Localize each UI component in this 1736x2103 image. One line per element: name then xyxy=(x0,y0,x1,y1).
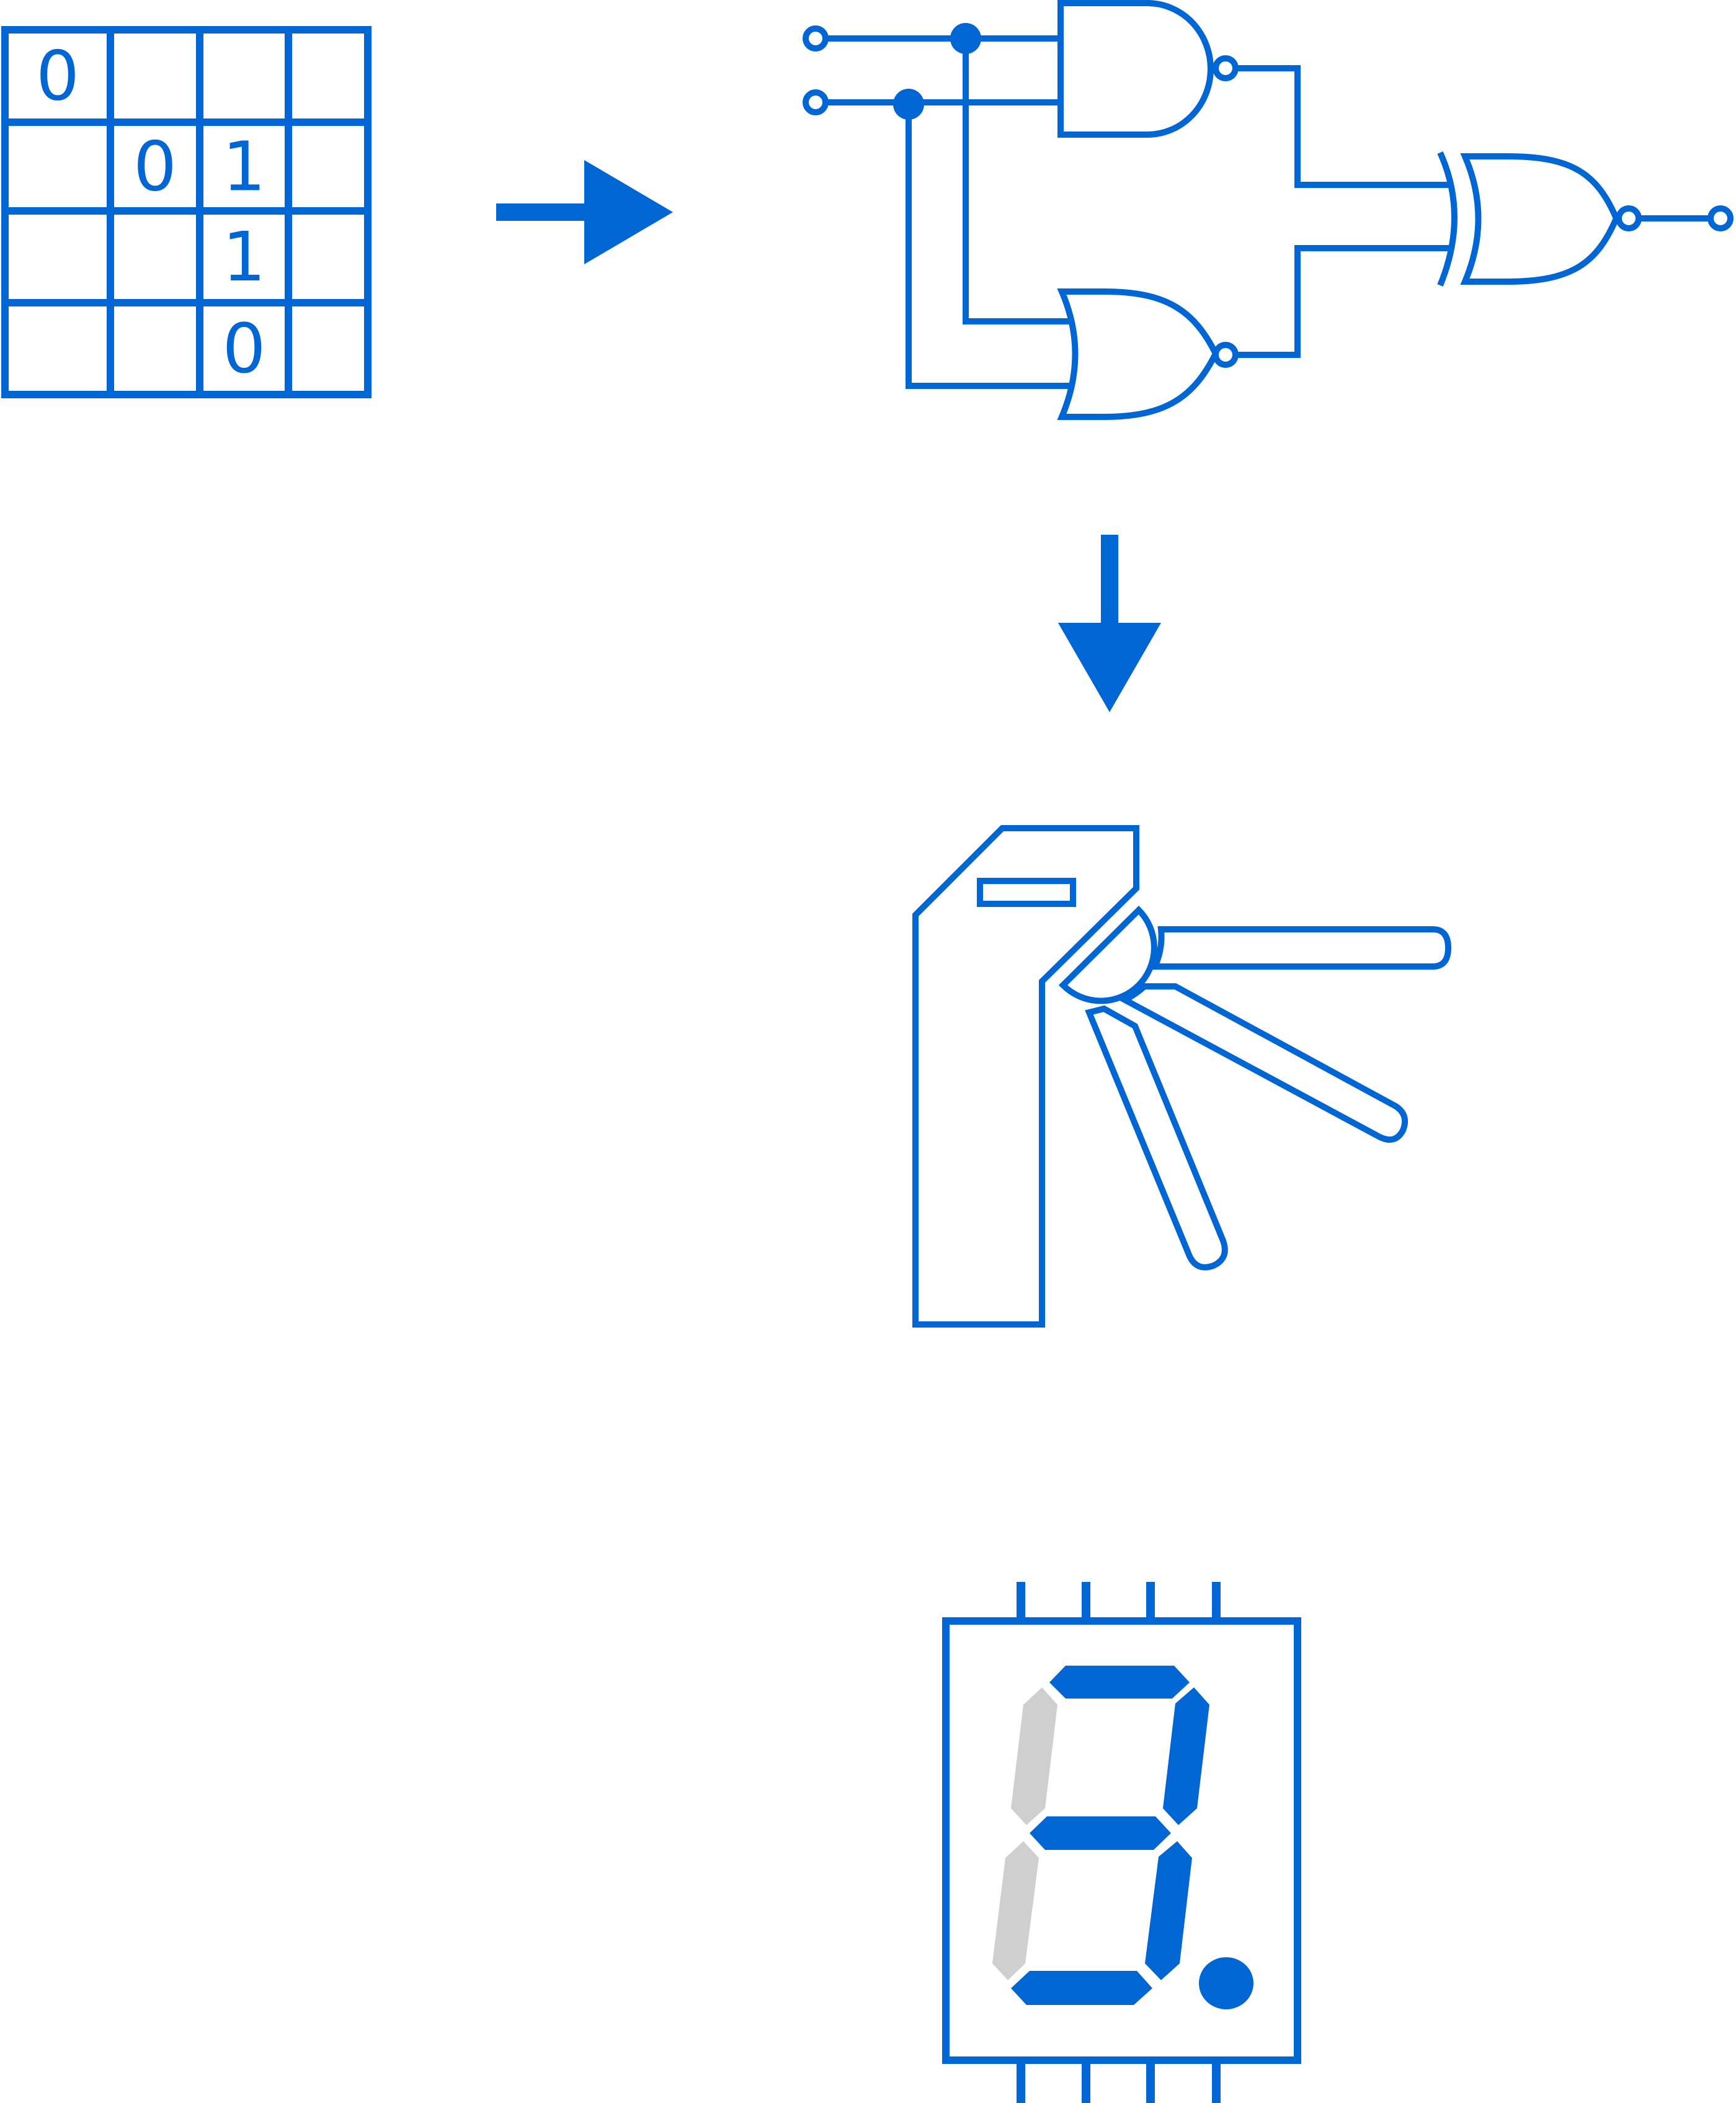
arrow-down-icon xyxy=(1058,535,1161,712)
input-terminal-a xyxy=(803,25,829,51)
output-terminal xyxy=(1707,205,1734,231)
segment-f xyxy=(1011,1687,1057,1825)
display-pins-bottom xyxy=(1017,2061,1221,2103)
segment-a xyxy=(1049,1666,1190,1699)
xnor-bubble xyxy=(1616,205,1642,231)
nand-gate xyxy=(1057,0,1214,138)
turnstile-hub xyxy=(1058,905,1157,1004)
arrow-right-icon xyxy=(496,160,673,264)
truth-table-cell: 1 xyxy=(223,127,266,207)
wire xyxy=(906,104,1073,389)
turnstile-icon xyxy=(912,825,1452,1328)
segment-d xyxy=(1011,1971,1152,2005)
segment-dp xyxy=(1199,1957,1253,2009)
truth-table-cell: 0 xyxy=(133,127,177,207)
turnstile-body xyxy=(912,825,1139,1328)
segment-b xyxy=(1163,1687,1209,1825)
segment-e xyxy=(992,1841,1039,1980)
input-terminal-b xyxy=(803,89,829,115)
wire xyxy=(963,38,1073,324)
card-reader-slot xyxy=(977,878,1076,907)
display-pins-top xyxy=(1017,1582,1221,1619)
truth-table-cell: 0 xyxy=(36,37,79,116)
segment-g xyxy=(1030,1816,1171,1850)
segment-c xyxy=(1145,1841,1192,1980)
wire xyxy=(1235,65,1451,188)
seven-segment-display xyxy=(942,1582,1301,2103)
truth-table-cell: 0 xyxy=(223,309,266,388)
xnor-back-arc xyxy=(1437,151,1458,287)
turnstile-arm-down xyxy=(1085,1005,1228,1270)
nor-bubble xyxy=(1213,342,1239,368)
wire xyxy=(1235,245,1451,358)
logic-circuit xyxy=(803,0,1734,420)
xnor-gate xyxy=(1460,153,1620,285)
nand-bubble xyxy=(1213,55,1239,81)
turnstile-arm-diagonal xyxy=(1118,983,1408,1143)
truth-table-cell: 1 xyxy=(223,217,266,297)
truth-table-grid xyxy=(1,26,372,398)
nor-gate xyxy=(1057,288,1219,420)
turnstile-arm-horizontal xyxy=(1150,926,1452,970)
